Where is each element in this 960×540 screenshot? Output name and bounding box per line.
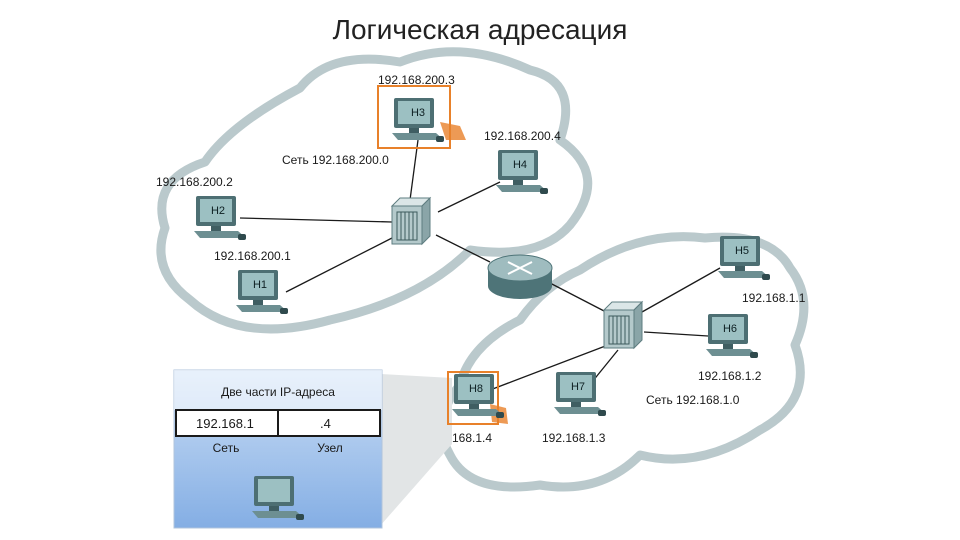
ip-label-h5: 192.168.1.1 (742, 291, 806, 305)
host-label: H1 (253, 279, 267, 291)
panel-header: Две части IP-адреса (221, 385, 335, 399)
host-label: H3 (411, 107, 425, 119)
ip-label-h6: 192.168.1.2 (698, 369, 762, 383)
network-links (239, 139, 721, 391)
panel-host-label: Узел (317, 441, 343, 455)
router-icon[interactable] (487, 254, 553, 299)
host-h8[interactable]: H8 (447, 371, 504, 425)
zoom-connector (380, 374, 452, 526)
address-panel: Две части IP-адреса 192.168.1 .4 Сеть Уз… (173, 369, 383, 529)
ip-label-h7: 192.168.1.3 (542, 431, 606, 445)
page-title: Логическая адресация (332, 14, 628, 45)
host-h6[interactable]: H6 (706, 314, 758, 358)
switch-icon[interactable] (391, 197, 431, 245)
highlight-glow (440, 122, 466, 140)
network-cloud-200 (156, 47, 593, 334)
ip-label-h1: 192.168.200.1 (214, 249, 291, 263)
host-label: H7 (571, 381, 585, 393)
ip-label-h2: 192.168.200.2 (156, 175, 233, 189)
ip-label-h8: 168.1.4 (452, 431, 492, 445)
host-h5[interactable]: H5 (718, 236, 770, 280)
host-h2[interactable]: H2 (194, 196, 246, 240)
ip-label-h4: 192.168.200.4 (484, 129, 561, 143)
network-label-200: Сеть 192.168.200.0 (282, 153, 389, 167)
host-label: H4 (513, 159, 527, 171)
ip-label-h3: 192.168.200.3 (378, 73, 455, 87)
host-label: H6 (723, 323, 737, 335)
panel-host-part: .4 (320, 416, 331, 431)
host-h7[interactable]: H7 (554, 372, 606, 416)
panel-network-label: Сеть (213, 441, 240, 455)
host-label: H2 (211, 205, 225, 217)
switch-icon[interactable] (603, 301, 643, 349)
host-h4[interactable]: H4 (496, 150, 548, 194)
panel-network-part: 192.168.1 (196, 416, 254, 431)
host-h1[interactable]: H1 (236, 270, 288, 314)
host-h3[interactable]: H3 (377, 85, 451, 149)
host-label: H8 (469, 383, 483, 395)
host-label: H5 (735, 245, 749, 257)
network-label-1: Сеть 192.168.1.0 (646, 393, 740, 407)
